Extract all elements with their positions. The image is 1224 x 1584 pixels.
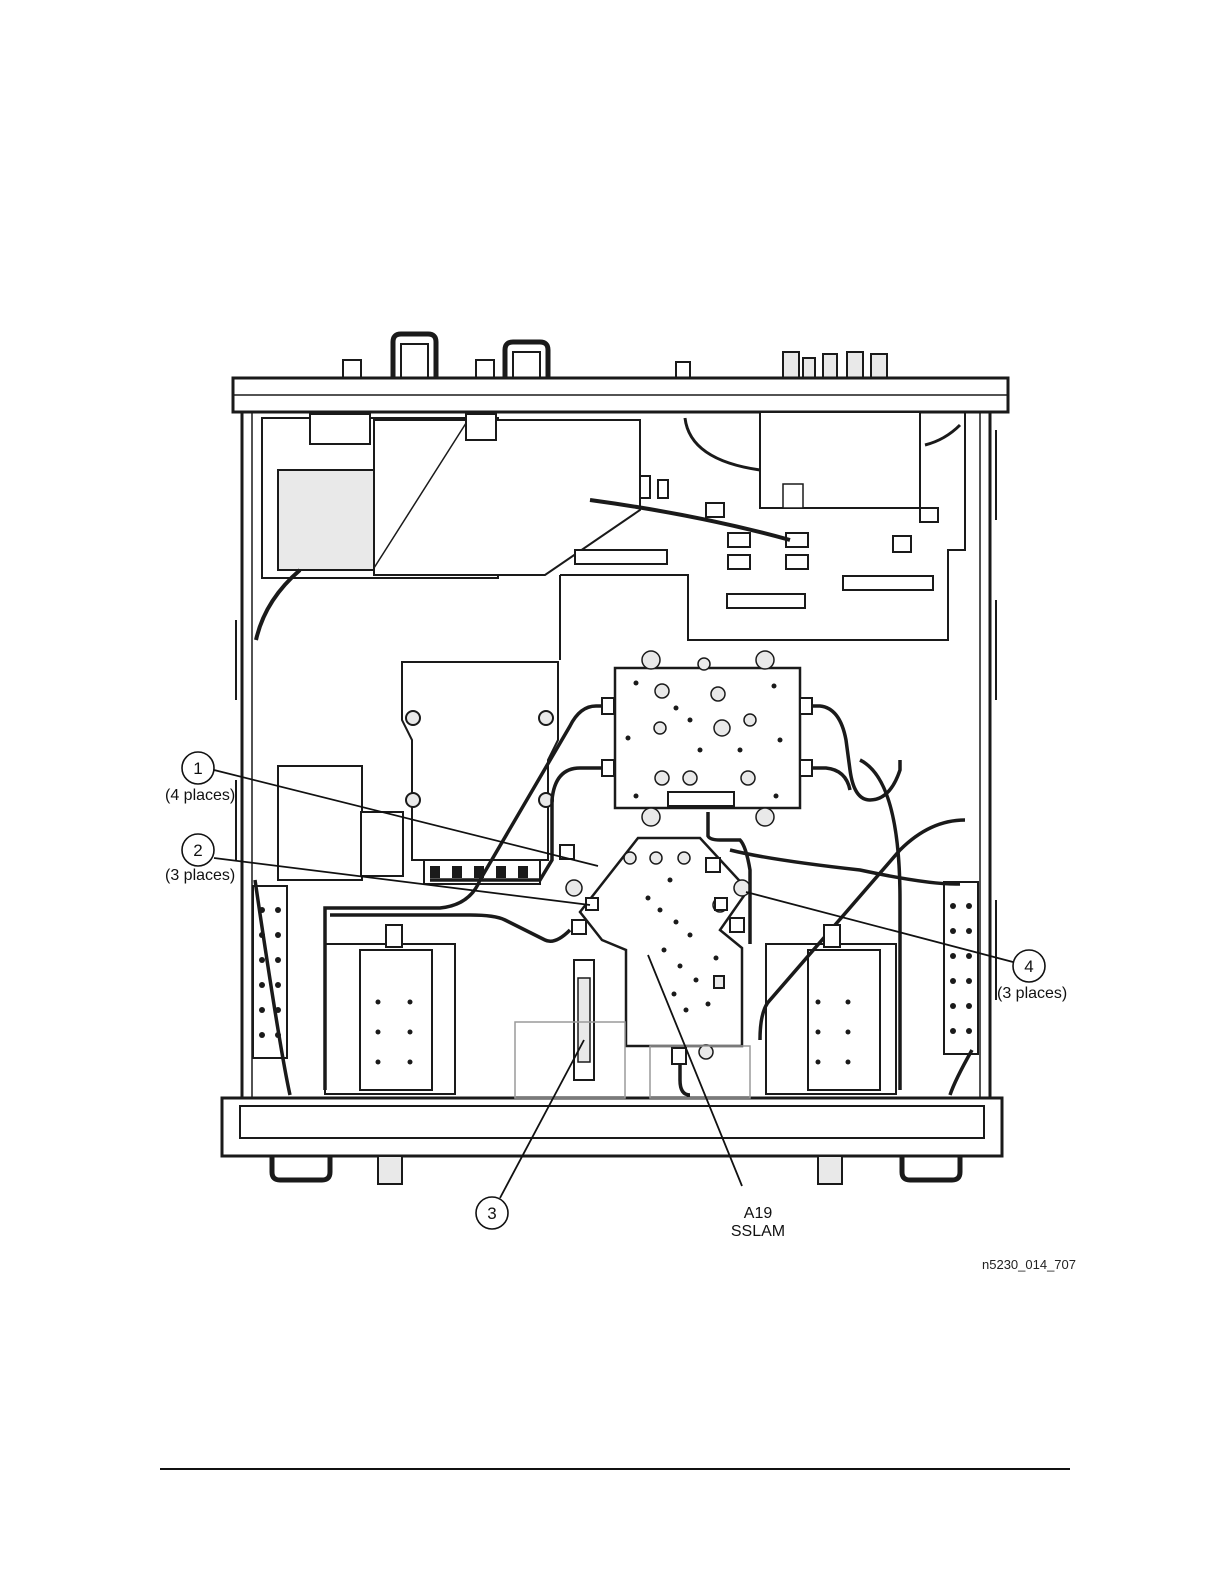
part-label-a19: A19 SSLAM — [731, 1205, 785, 1240]
left-board — [402, 662, 558, 860]
ribbon-connector-3 — [843, 576, 933, 590]
front-handle-right — [902, 1156, 960, 1180]
callout-2-number: 2 — [193, 841, 202, 860]
rear-handle-right — [505, 342, 548, 378]
callout-1-number: 1 — [193, 759, 202, 778]
left-module — [278, 766, 362, 880]
center-block-connector — [668, 792, 734, 806]
ribbon-connector-1 — [575, 550, 667, 564]
footer-rule — [160, 1468, 1070, 1470]
callout-1-note: (4 places) — [165, 787, 235, 804]
ribbon-connector-2 — [727, 594, 805, 608]
callout-4: 4 (3 places) — [997, 950, 1067, 1002]
front-connector-right — [818, 1156, 842, 1184]
power-supply — [278, 470, 374, 570]
front-handle-left — [272, 1156, 330, 1180]
callout-1: 1 (4 places) — [165, 752, 235, 804]
center-block — [615, 668, 800, 808]
callout-3: 3 — [476, 1197, 508, 1229]
figure-id: n5230_014_707 — [982, 1257, 1076, 1272]
callout-4-note: (3 places) — [997, 985, 1067, 1002]
front-connector-left — [378, 1156, 402, 1184]
rear-connectors — [343, 352, 887, 378]
part-label-line2: SSLAM — [731, 1223, 785, 1240]
callout-3-number: 3 — [487, 1204, 496, 1223]
callout-4-number: 4 — [1024, 957, 1033, 976]
rear-handle-left — [393, 334, 436, 378]
part-label-line1: A19 — [744, 1205, 773, 1222]
right-rail — [944, 882, 978, 1054]
callout-2-note: (3 places) — [165, 867, 235, 884]
